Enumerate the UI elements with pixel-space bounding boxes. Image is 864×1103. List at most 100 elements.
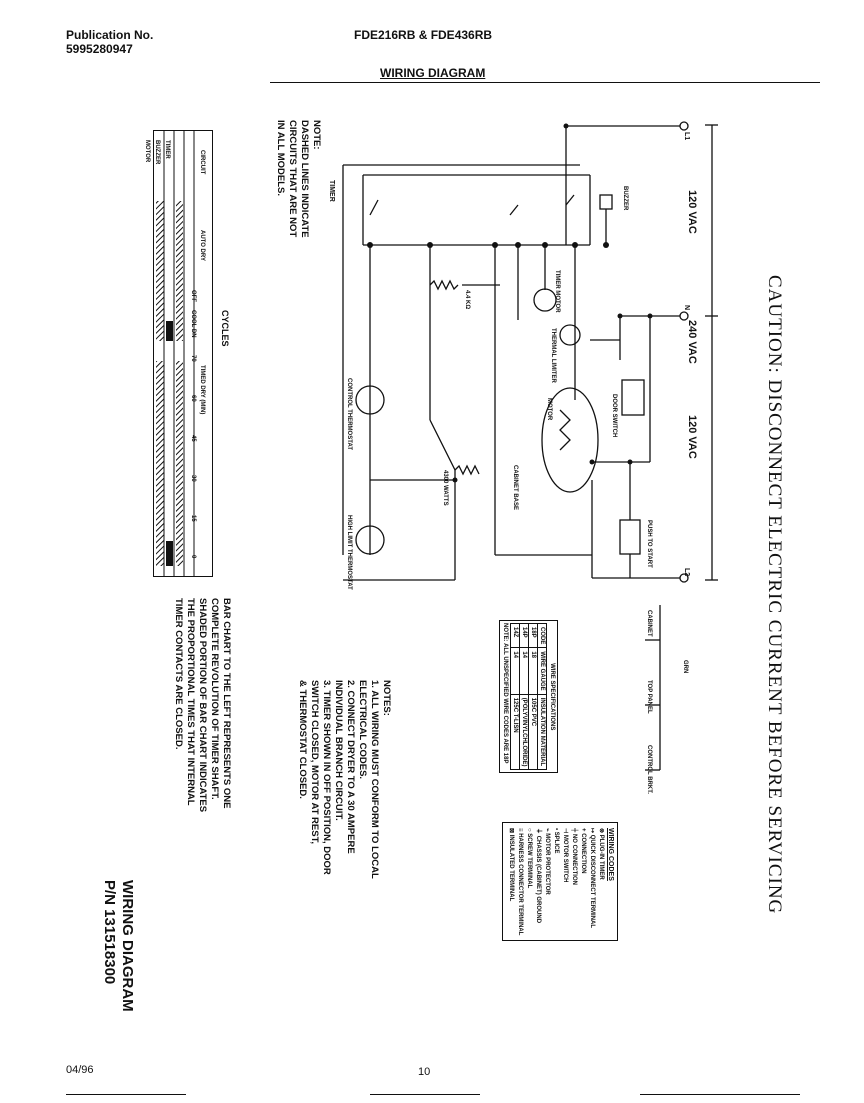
timer-motor-label: TIMER MOTOR	[554, 270, 560, 313]
cycles-minute-mark: 45	[190, 435, 196, 442]
l2-label: L2	[683, 568, 690, 577]
cycles-timed-dry-label: TIMED DRY (MIN)	[199, 365, 205, 415]
table-cell: 14Z	[510, 623, 520, 648]
part-number: P/N 131518300	[101, 880, 118, 985]
table-cell: 18	[528, 647, 538, 695]
publication-number: 5995280947	[66, 42, 133, 56]
table-header-cell: WIRE GAUGE	[537, 647, 547, 695]
door-switch-label: DOOR SWITCH	[611, 394, 617, 438]
dashed-note-title: NOTE:	[311, 120, 322, 150]
legend-label: SCREW TERMINAL	[526, 833, 532, 889]
cycles-row-label: MOTOR	[144, 140, 150, 163]
wiring-codes-legend: WIRING CODES ⊗ PLUG-IN TIMER ↦ QUICK DIS…	[502, 822, 618, 942]
bar-note-line: SHADED PORTION OF BAR CHART INDICATES	[197, 598, 208, 813]
dashed-lines-note: NOTE: DASHED LINES INDICATE CIRCUITS THA…	[274, 120, 322, 238]
dashed-note-line: DASHED LINES INDICATE	[299, 120, 310, 238]
cycles-minute-mark: 70	[190, 355, 196, 362]
notes-line: 2. CONNECT DRYER TO A 30 AMPERE	[345, 680, 356, 854]
dashed-note-line: IN ALL MODELS.	[275, 120, 286, 196]
bar-note-line: THE PROPORTIONAL TIMES THAT INTERNAL	[185, 598, 196, 806]
table-cell: (POLYVINYLCHLORIDE)	[519, 694, 529, 770]
legend-label: QUICK DISCONNECT TERMINAL	[589, 834, 595, 929]
cabinet-base-label: CABINET BASE	[512, 465, 518, 511]
legend-label: NO CONNECTION	[571, 833, 577, 885]
notes-line: SWITCH CLOSED, MOTOR AT REST,	[309, 680, 320, 844]
high-limit-thermostat-label: HIGH LIMIT THERMOSTAT	[346, 515, 352, 590]
notes-line: 3. TIMER SHOWN IN OFF POSITION, DOOR	[321, 680, 332, 875]
notes-line: 1. ALL WIRING MUST CONFORM TO LOCAL	[369, 680, 380, 879]
table-cell: 125C T-LISN	[510, 694, 520, 770]
table-cell: 14P	[519, 623, 529, 648]
footer-rule-right	[640, 1094, 800, 1095]
cycles-off-label: OFF	[190, 290, 196, 302]
legend-label: HARNESS CONNECTOR TERMINAL	[517, 833, 523, 936]
part-number-label: WIRING DIAGRAM	[119, 880, 136, 1012]
table-header-cell: CODE	[537, 623, 547, 648]
l1-label: L1	[683, 132, 690, 141]
ground-control-bkt-label: CONTROL BRKT.	[646, 745, 652, 794]
table-row: 14P 14 (POLYVINYLCHLORIDE)	[519, 623, 529, 770]
publication-label: Publication No.	[66, 28, 154, 42]
no-connection-icon: ╪	[571, 828, 577, 833]
notes-line: INDIVIDUAL BRANCH CIRCUIT.	[333, 680, 344, 821]
cycles-auto-dry-label: AUTO DRY	[199, 230, 205, 262]
chassis-ground-icon: ⏚	[535, 828, 541, 835]
notes-line: & THERMOSTAT CLOSED.	[297, 680, 308, 799]
section-title: WIRING DIAGRAM	[380, 66, 486, 80]
motor-label: MOTOR	[546, 398, 552, 421]
footer-date: 04/96	[66, 1064, 94, 1076]
plug-in-timer-icon: ⊗	[598, 828, 604, 834]
insulated-terminal-icon: ⊠	[508, 828, 514, 834]
buzzer-label: BUZZER	[622, 186, 628, 211]
ground-top-panel-label: TOP PANEL	[646, 680, 652, 714]
footer-rule-center	[370, 1094, 480, 1095]
ground-cabinet-label: CABINET	[646, 610, 652, 637]
bar-chart-notes: BAR CHART TO THE LEFT REPRESENTS ONE COM…	[172, 598, 232, 812]
legend-item: ⊣ MOTOR SWITCH	[560, 828, 569, 935]
cycles-minute-mark: 60	[190, 395, 196, 402]
cycles-cool-dn-label: COOL DN	[190, 310, 196, 338]
bar-note-line: COMPLETE REVOLUTION OF TIMER SHAFT.	[209, 598, 220, 800]
motor-protector-icon: ⌁	[544, 828, 550, 832]
legend-item: ⏚ CHASSIS (CABINET) GROUND	[533, 828, 542, 935]
table-row: 18P 18 105C PVC	[528, 623, 538, 770]
legend-item: ≡ HARNESS CONNECTOR TERMINAL	[515, 828, 524, 935]
cycles-minute-mark: 0	[190, 555, 196, 559]
thermal-limiter-label: THERMAL LIMITER	[550, 328, 556, 383]
push-to-start-label: PUSH TO START	[646, 520, 652, 568]
table-row: CODE WIRE GAUGE INSULATION MATERIAL	[537, 623, 547, 770]
motor-switch-icon: ⊣	[562, 828, 568, 834]
splice-icon: •	[553, 828, 559, 831]
table-cell: 14	[519, 647, 529, 695]
screw-terminal-icon: ○	[526, 828, 532, 832]
wire-specs-title: WIRE SPECIFICATIONS	[549, 663, 555, 731]
model-numbers: FDE216RB & FDE436RB	[354, 28, 493, 42]
legend-label: MOTOR SWITCH	[562, 834, 568, 883]
footer-rule-left	[66, 1094, 186, 1095]
table-cell: 18P	[528, 623, 538, 648]
connection-icon: +	[580, 828, 586, 832]
table-header-cell: INSULATION MATERIAL	[537, 694, 547, 770]
legend-label: CHASSIS (CABINET) GROUND	[535, 835, 541, 924]
wire-specs-grid: CODE WIRE GAUGE INSULATION MATERIAL 18P …	[510, 623, 547, 770]
cycles-row-label: TIMER	[164, 140, 170, 159]
legend-label: SPLICE	[553, 831, 559, 854]
cycles-title: CYCLES	[220, 310, 230, 347]
n-label: N	[683, 305, 690, 311]
legend-label: INSULATED TERMINAL	[508, 834, 514, 902]
control-thermostat-label: CONTROL THERMOSTAT	[346, 378, 352, 450]
legend-item: ⊠ INSULATED TERMINAL	[506, 828, 515, 935]
harness-connector-icon: ≡	[517, 828, 523, 832]
part-number-block: WIRING DIAGRAM P/N 131518300	[100, 880, 136, 1012]
legend-item: ○ SCREW TERMINAL	[524, 828, 533, 935]
cycles-minute-mark: 15	[190, 515, 196, 522]
cycles-chart	[153, 130, 213, 577]
table-row: 14Z 14 125C T-LISN	[510, 623, 520, 770]
cycles-row-label: BUZZER	[154, 140, 160, 165]
wiring-codes-list: ⊗ PLUG-IN TIMER ↦ QUICK DISCONNECT TERMI…	[506, 828, 605, 935]
legend-item: ╪ NO CONNECTION	[569, 828, 578, 935]
legend-item: ⊗ PLUG-IN TIMER	[596, 828, 605, 935]
wire-specs-note: NOTE: ALL UNSPECIFIED WIRE CODES ARE 18P	[502, 623, 508, 764]
quick-disconnect-icon: ↦	[589, 828, 595, 834]
